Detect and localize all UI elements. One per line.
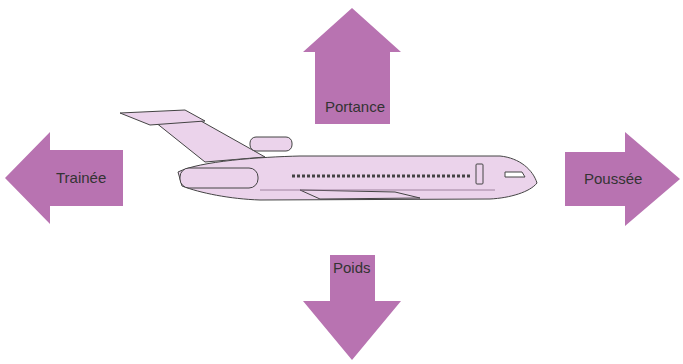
- horizontal-stabilizer: [120, 110, 205, 125]
- door: [476, 164, 483, 184]
- lift-arrow: Portance: [303, 8, 401, 124]
- force-label: Poids: [333, 259, 371, 276]
- weight-arrow: Poids: [303, 255, 401, 361]
- thrust-arrow: Poussée: [565, 132, 681, 226]
- arrow-fill: [5, 132, 123, 224]
- cockpit-window: [505, 172, 525, 177]
- force-label: Poussée: [584, 170, 642, 187]
- arrow-fill: [565, 132, 680, 226]
- rear-engine: [250, 137, 292, 151]
- arrow-fill: [303, 8, 401, 124]
- fuselage: [178, 156, 537, 200]
- fuselage-stripe: [260, 190, 495, 191]
- window-row: [292, 175, 470, 178]
- arrow-fill: [303, 255, 401, 360]
- force-label: Portance: [325, 98, 385, 115]
- wing: [300, 190, 420, 199]
- drag-arrow: Trainée: [5, 132, 123, 224]
- side-engine: [180, 168, 258, 188]
- force-label: Trainée: [56, 169, 106, 186]
